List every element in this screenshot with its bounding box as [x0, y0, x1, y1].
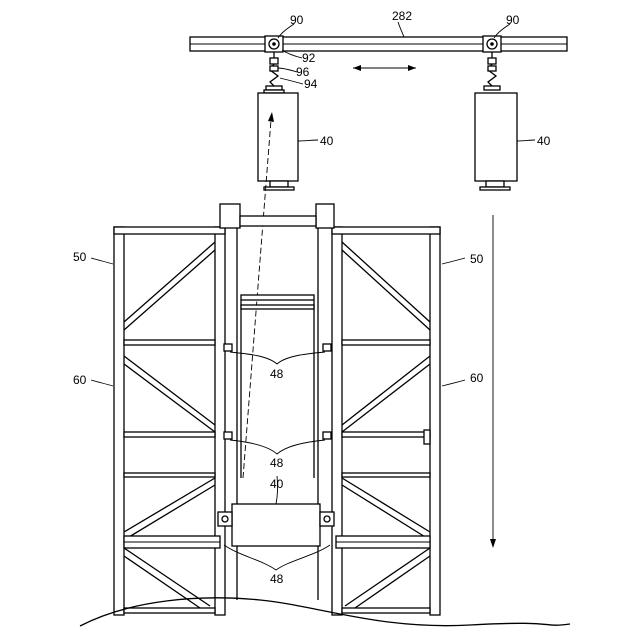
left-tower [114, 227, 225, 615]
container-left [258, 93, 298, 190]
label-part-94: 94 [304, 77, 318, 91]
container-right [475, 93, 517, 190]
label-roller-90-left: 90 [290, 13, 304, 27]
label-guide-48-upper: 48 [270, 367, 284, 381]
label-container-40-right: 40 [537, 134, 551, 148]
label-frame-50-left: 50 [73, 250, 87, 264]
vertical-travel-arrow [490, 215, 496, 548]
label-frame-50-right: 50 [470, 252, 484, 266]
horizontal-travel-arrow [353, 65, 416, 71]
label-guide-48-middle: 48 [270, 456, 284, 470]
label-part-92: 92 [302, 51, 316, 65]
overhead-rail [190, 37, 567, 51]
label-roller-90-right: 90 [506, 13, 520, 27]
right-trolley [483, 36, 501, 90]
label-column-60-right: 60 [470, 371, 484, 385]
label-container-40-left: 40 [320, 134, 334, 148]
label-guide-48-lower: 48 [270, 572, 284, 586]
label-rail-282: 282 [392, 9, 412, 23]
label-column-60-left: 60 [73, 373, 87, 387]
label-container-40-bottom: 40 [270, 477, 284, 491]
left-trolley [264, 36, 284, 93]
right-tower [332, 227, 440, 615]
container-bottom [218, 504, 334, 546]
